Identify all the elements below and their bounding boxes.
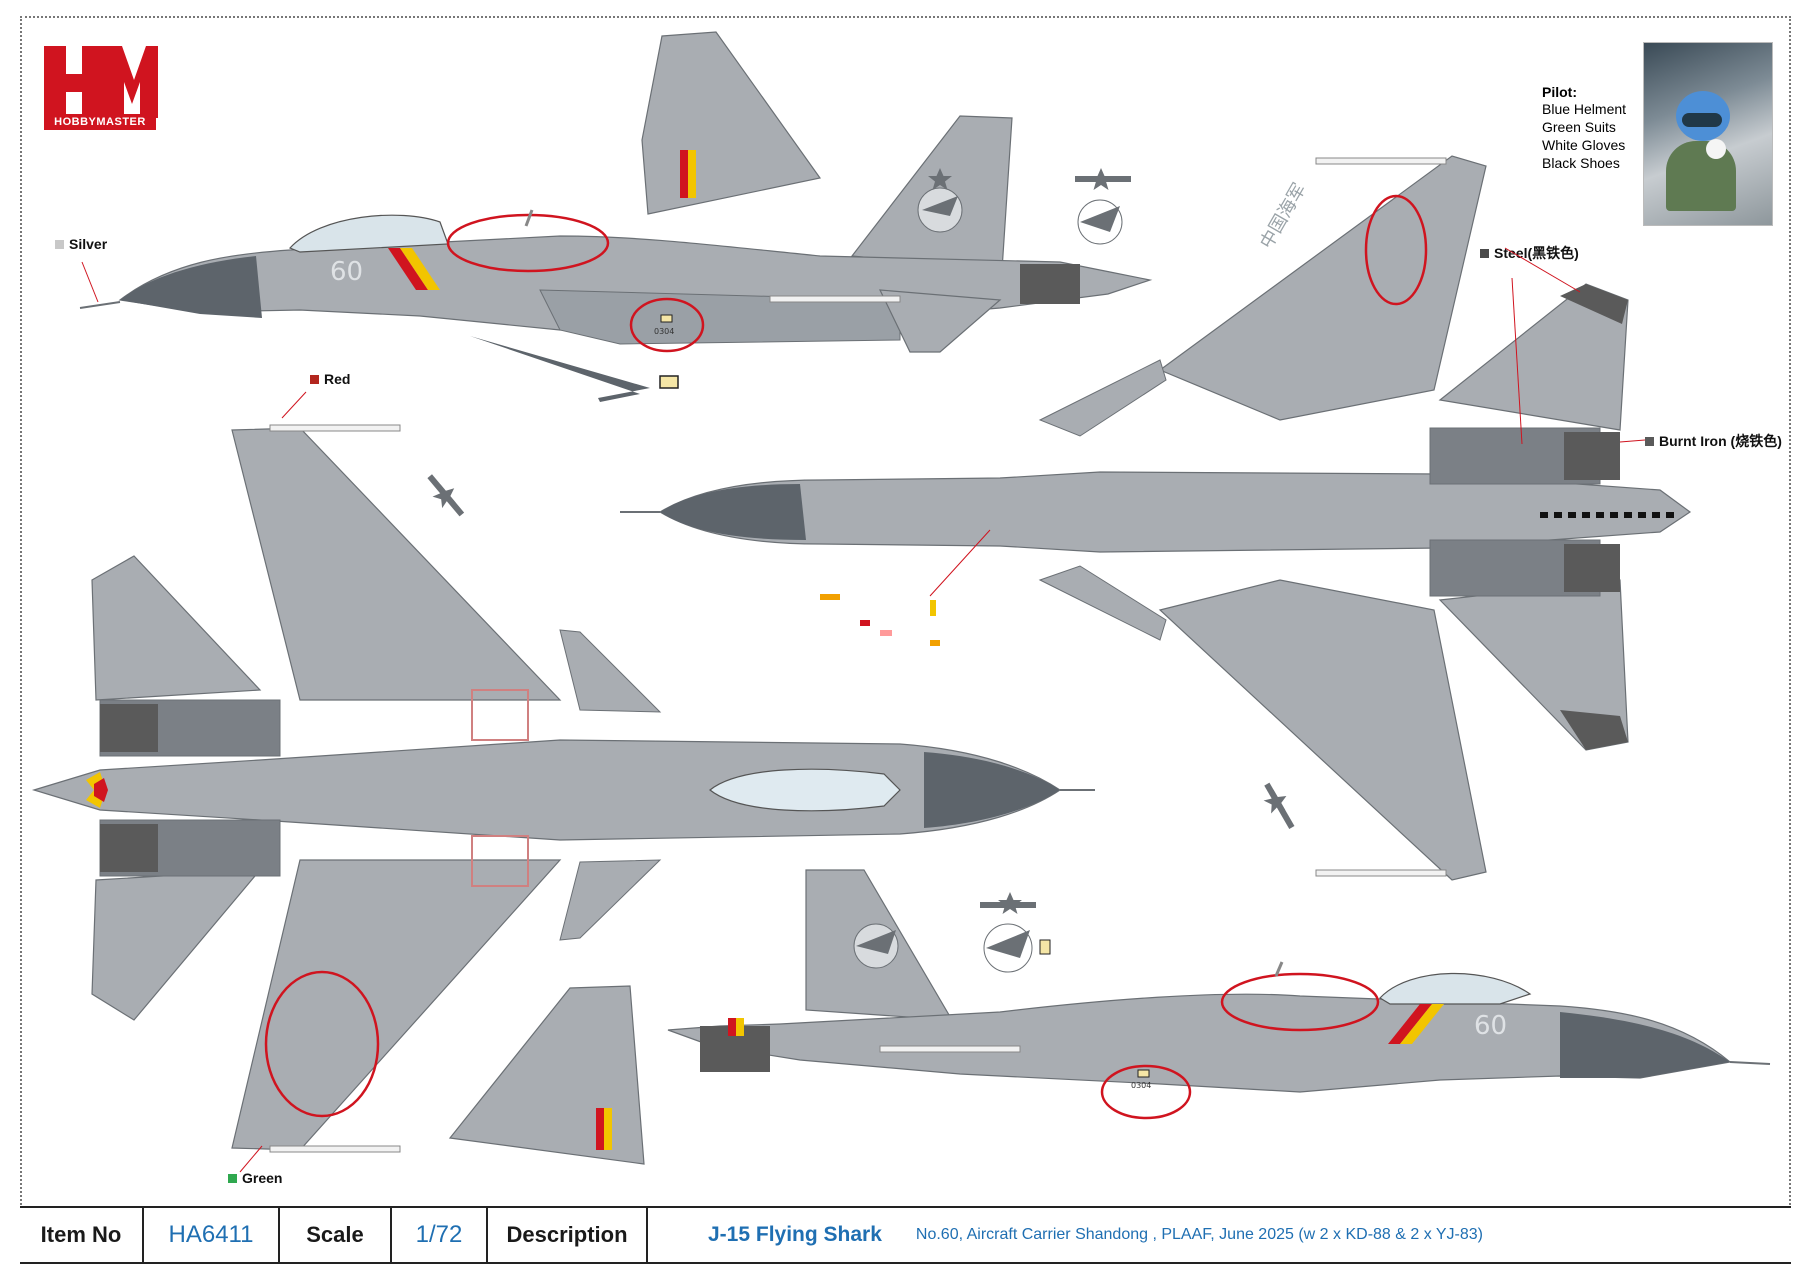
top-view: 中国海军 [620, 155, 1692, 881]
radome-left [120, 256, 262, 318]
legend-red-label: Red [324, 371, 351, 387]
description-value: J-15 Flying Shark No.60, Aircraft Carrie… [648, 1208, 1791, 1262]
steel-swatch [1480, 248, 1489, 258]
callout-oval-2 [629, 297, 705, 353]
pilot-line-shoes: Black Shoes [1542, 155, 1620, 171]
side-profile-left: 60 0304 [79, 31, 1153, 402]
legend-burnt-iron-label: Burnt Iron (烧铁色) [1659, 433, 1782, 449]
nozzle-bottom-2 [100, 824, 158, 872]
side-number-left: 60 [330, 257, 363, 287]
aircraft-profiles: 60 0304 [31, 31, 1771, 1173]
logo-subtext: HOBBYMASTER [44, 114, 156, 130]
bottom-view [31, 391, 1095, 1173]
pilot-visor [1682, 113, 1722, 127]
legend-green-label: Green [242, 1170, 283, 1186]
model-name: J-15 Flying Shark [708, 1223, 882, 1246]
pilot-line-helmet: Blue Helment [1542, 101, 1627, 117]
nozzle-top-2 [1564, 544, 1620, 592]
tail-fin-left-part [641, 31, 822, 215]
item-no-label: Item No [20, 1208, 144, 1262]
callout-oval-5 [1220, 972, 1380, 1032]
pilot-title: Pilot: [1542, 84, 1577, 100]
wing-bottom-upper [231, 427, 562, 701]
legend-green: Green [228, 1170, 282, 1186]
hobbymaster-logo-icon [44, 46, 158, 118]
legend-silver-label: Silver [69, 236, 108, 252]
tail-stripe-red [680, 150, 688, 198]
serial-right: 0304 [1131, 1081, 1151, 1090]
side-profile-right: 60 0304 [667, 869, 1771, 1120]
pilot-photo [1643, 42, 1773, 226]
red-swatch [310, 374, 319, 384]
navy-text-top: 中国海军 [1256, 180, 1310, 253]
radome-top [660, 484, 806, 540]
pitot-left [79, 301, 121, 309]
nozzle-left [1020, 264, 1080, 304]
model-detail: No.60, Aircraft Carrier Shandong , PLAAF… [915, 1226, 1483, 1243]
description-label: Description [488, 1208, 648, 1262]
green-swatch [228, 1173, 237, 1183]
fuselage-top [658, 471, 1692, 553]
burnt-iron-swatch [1645, 436, 1654, 446]
scale-value: 1/72 [392, 1208, 488, 1262]
silver-swatch [55, 239, 64, 249]
tail-stripe-yellow [688, 150, 696, 198]
callout-oval-1 [446, 213, 610, 273]
callout-oval-6 [1100, 1064, 1192, 1120]
radome-right [1560, 1012, 1730, 1078]
legend-steel-label: Steel(黑铁色) [1494, 245, 1579, 261]
canopy-left [288, 214, 449, 253]
wing-upper [1158, 155, 1487, 421]
wing-lower [1158, 579, 1487, 881]
info-table: Item No HA6411 Scale 1/72 Description J-… [20, 1206, 1791, 1264]
side-number-right: 60 [1474, 1011, 1507, 1041]
item-no-value: HA6411 [144, 1208, 280, 1262]
pilot-line-gloves: White Gloves [1542, 137, 1626, 153]
canopy-bottom [709, 768, 901, 812]
canopy-right [1379, 972, 1532, 1005]
serial-left: 0304 [654, 327, 674, 336]
nozzle-bottom-1 [100, 704, 158, 752]
legend-silver: Silver [55, 236, 107, 252]
legend-burnt-iron: Burnt Iron (烧铁色) [1645, 431, 1782, 451]
pilot-line-suit: Green Suits [1542, 119, 1616, 135]
pilot-notes: Pilot: Blue Helment Green Suits White Gl… [1542, 84, 1626, 172]
radome-bottom [924, 752, 1060, 828]
callout-oval-4 [264, 970, 380, 1118]
legend-steel: Steel(黑铁色) [1480, 243, 1579, 263]
pilot-glove [1706, 139, 1726, 159]
nozzle-top-1 [1564, 432, 1620, 480]
callout-oval-3 [1364, 194, 1428, 306]
legend-red: Red [310, 371, 350, 387]
scale-label: Scale [280, 1208, 392, 1262]
